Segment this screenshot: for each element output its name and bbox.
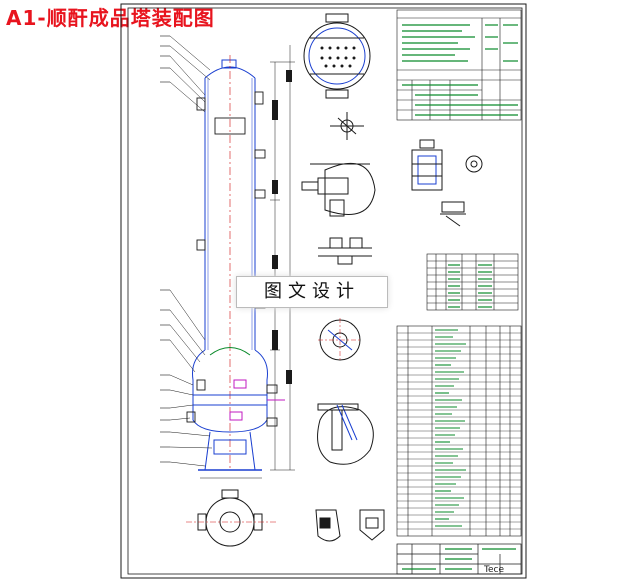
- detail-distributor: [301, 162, 376, 217]
- inner-border: [127, 7, 523, 575]
- dimension-ticks: [272, 70, 292, 384]
- nozzle-accents: [229, 379, 285, 421]
- tower-elevation: [192, 55, 268, 471]
- detail-manway: [318, 237, 372, 265]
- item-number-marks: [160, 35, 170, 463]
- tech-table: [396, 9, 522, 121]
- outer-border: [120, 3, 527, 579]
- detail-plate: [303, 13, 371, 99]
- parts-list-rows: [397, 332, 521, 530]
- leader-lines: [169, 35, 213, 467]
- tower-nozzles: [186, 91, 278, 427]
- detail-section-circle: [318, 318, 362, 362]
- watermark: 图文设计: [236, 276, 388, 308]
- dimension-lines: [200, 45, 295, 479]
- title-block-text: [402, 548, 516, 570]
- plan-view: [186, 489, 276, 547]
- plate-holes: [320, 46, 356, 68]
- detail-nozzle: [317, 403, 374, 465]
- detail-right-small: [411, 139, 483, 227]
- nozzle-table: [426, 253, 519, 311]
- detail-spray: [330, 112, 364, 140]
- drawing-title: A1-顺酐成品塔装配图: [6, 6, 215, 30]
- tech-table-text-lines: [402, 24, 518, 116]
- detail-small-parts: [315, 509, 385, 542]
- nozzle-table-text: [448, 264, 492, 308]
- title-block-stamp: Tece: [483, 565, 504, 575]
- parts-list-text: [435, 329, 466, 527]
